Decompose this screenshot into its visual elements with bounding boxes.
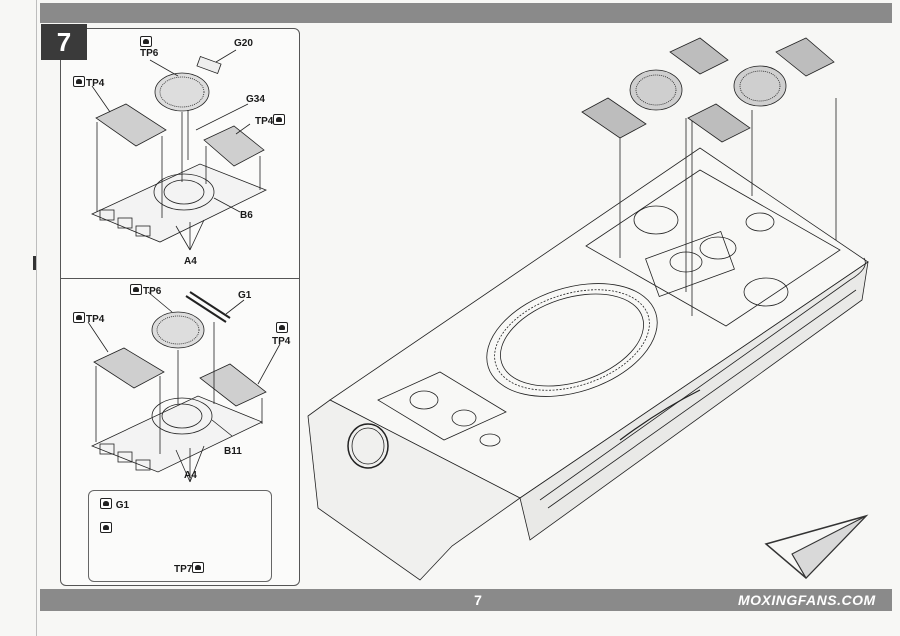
- top-round-mesh: [154, 72, 210, 112]
- site-logo: [764, 514, 869, 580]
- binding-line: [36, 0, 37, 636]
- top-g20-label: G20: [234, 38, 253, 49]
- mid-tp4-right-label: TP4: [272, 336, 291, 347]
- hull-grille-2: [669, 37, 729, 75]
- mid-a4-label: A4: [184, 470, 197, 481]
- top-g34-label: G34: [246, 94, 265, 105]
- hull-grille-1: [581, 97, 647, 139]
- cut-icon: [100, 498, 112, 509]
- footer-bar: [40, 589, 892, 611]
- glue-icon: [100, 522, 113, 535]
- turret-ring: [486, 283, 658, 397]
- page-number: 7: [474, 592, 482, 608]
- mid-tp4-left-label: TP4: [73, 312, 104, 325]
- top-deck: [91, 163, 267, 243]
- paint-ref-icon: [73, 76, 85, 87]
- top-tp4-right-label: TP4: [255, 114, 286, 127]
- detail-tp7-label: TP7: [174, 562, 205, 575]
- binding-mark: [33, 256, 36, 270]
- header-bar: [40, 3, 892, 23]
- paint-ref-icon: [130, 284, 142, 295]
- mid-round-mesh: [151, 311, 205, 349]
- top-left-mesh: [95, 103, 167, 147]
- hull-round-mesh-2: [733, 65, 787, 107]
- mid-right-mesh: [199, 363, 267, 407]
- top-tp4-left-label: TP4: [73, 76, 104, 89]
- top-right-mesh: [203, 125, 265, 167]
- paint-ref-icon: [192, 562, 205, 573]
- detail-g1-label: G1: [100, 498, 129, 511]
- paint-ref-icon: [276, 322, 289, 335]
- hull-grille-4: [775, 37, 835, 77]
- hull-round-mesh-1: [629, 69, 683, 111]
- mid-b11-label: B11: [224, 446, 242, 457]
- top-b6-label: B6: [240, 210, 253, 221]
- top-a4-label: A4: [184, 256, 197, 267]
- paint-ref-icon: [273, 114, 286, 125]
- watermark: MOXINGFANS.COM: [738, 592, 876, 608]
- hull-side: [519, 261, 869, 541]
- mid-tp6-label: TP6: [130, 284, 161, 297]
- hull-front: [307, 399, 521, 581]
- hull-grille-3: [687, 103, 751, 143]
- mid-left-mesh: [93, 347, 165, 389]
- panel-divider: [60, 278, 300, 279]
- step-number: 7: [41, 24, 87, 60]
- paint-ref-icon: [73, 312, 85, 323]
- detail-box: [88, 490, 272, 582]
- paint-ref-icon: [140, 36, 153, 49]
- mid-g1-label: G1: [238, 290, 252, 301]
- top-tp6-label: TP6: [140, 48, 159, 59]
